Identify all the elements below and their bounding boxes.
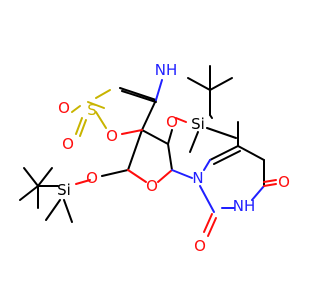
sulfur-ring-label: S <box>87 101 97 119</box>
silicon-left-label: Si <box>57 181 71 199</box>
carbon-bonds <box>19 65 265 223</box>
silicon-top-label: Si <box>191 115 205 133</box>
sulfonyl-oxygen-1: O <box>58 99 70 117</box>
amine-nh-label: NH <box>155 61 178 79</box>
silyl-ether-oxygen-top: O <box>166 113 178 131</box>
uracil-c4-oxygen: O <box>278 173 290 191</box>
furanose-oxygen: O <box>146 177 158 195</box>
chemical-structure-diagram: NH O Si S O O O Si O O N NH O O <box>19 61 290 255</box>
ch2-ether-oxygen: O <box>86 169 98 187</box>
hetero-bonds <box>71 79 277 237</box>
spiro-ring-oxygen: O <box>106 127 118 145</box>
uracil-nh-label: NH <box>233 197 256 215</box>
sulfonyl-oxygen-2: O <box>62 135 74 153</box>
uracil-n1-label: N <box>192 169 203 187</box>
uracil-c2-oxygen: O <box>194 237 206 255</box>
atom-labels: NH O Si S O O O Si O O N NH O O <box>57 61 290 255</box>
